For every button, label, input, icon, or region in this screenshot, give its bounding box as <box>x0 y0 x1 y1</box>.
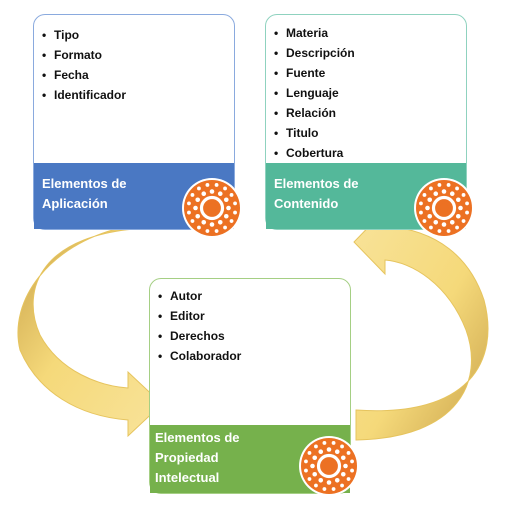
list-aplicacion: Tipo Formato Fecha Identificador <box>42 25 126 105</box>
seal-icon <box>299 436 359 496</box>
label-line: Intelectual <box>155 470 220 485</box>
list-item: Cobertura <box>274 143 355 163</box>
list-item: Tipo <box>42 25 126 45</box>
label-line: Elementos de <box>155 430 240 445</box>
label-line: Propiedad <box>155 450 219 465</box>
list-item: Derechos <box>158 326 241 346</box>
label-line: Contenido <box>274 196 339 211</box>
label-line: Elementos de <box>274 176 359 191</box>
arrow-propiedad-to-contenido <box>353 208 489 441</box>
list-item: Formato <box>42 45 126 65</box>
list-item: Fuente <box>274 63 355 83</box>
list-item: Fecha <box>42 65 126 85</box>
seal-icon <box>182 178 242 238</box>
list-item: Colaborador <box>158 346 241 366</box>
arrow-aplicacion-to-propiedad <box>17 227 163 438</box>
seal-icon <box>414 178 474 238</box>
label-line: Aplicación <box>42 196 108 211</box>
label-line: Elementos de <box>42 176 127 191</box>
list-item: Lenguaje <box>274 83 355 103</box>
list-propiedad: Autor Editor Derechos Colaborador <box>158 286 241 366</box>
list-item: Materia <box>274 23 355 43</box>
list-item: Titulo <box>274 123 355 143</box>
list-item: Relación <box>274 103 355 123</box>
list-contenido: Materia Descripción Fuente Lenguaje Rela… <box>274 23 355 163</box>
list-item: Descripción <box>274 43 355 63</box>
list-item: Editor <box>158 306 241 326</box>
list-item: Identificador <box>42 85 126 105</box>
list-item: Autor <box>158 286 241 306</box>
